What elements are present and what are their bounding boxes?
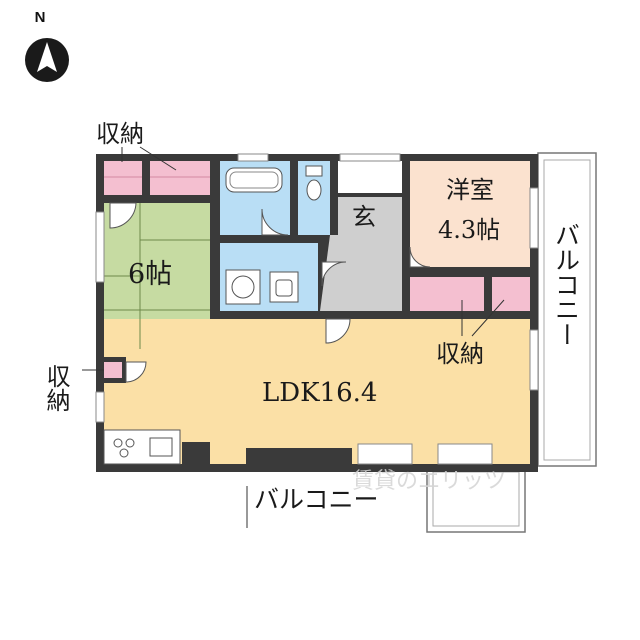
kitchen-sink-icon — [149, 437, 173, 457]
wash-basin-icon — [269, 271, 299, 303]
storage-pointer — [139, 146, 177, 171]
ldk-bottom-wall-right — [246, 448, 352, 464]
north-arrow-icon — [37, 42, 57, 72]
watermark: 賃貸のエリッツ — [352, 469, 506, 494]
stove-burner-icon — [125, 438, 135, 448]
north-label: N — [35, 9, 46, 26]
balcony-south-label: バルコニー — [254, 485, 379, 514]
storage-right-2 — [492, 277, 530, 311]
balcony-east-label: バルコニー — [552, 222, 581, 347]
western-room-size: 4.3帖 — [438, 216, 500, 244]
storage-right-label: 収納 — [436, 340, 484, 368]
entrance-label: 玄 — [352, 203, 376, 231]
storage-top-left-1 — [104, 161, 142, 195]
storage-pointer — [471, 299, 505, 337]
storage-left — [104, 362, 122, 378]
kitchen-counter — [103, 429, 181, 465]
stove-burner-icon — [113, 438, 123, 448]
storage-left-label: 収納 — [42, 364, 70, 412]
toilet-icon — [305, 165, 323, 201]
doors — [109, 202, 431, 383]
entrance — [338, 197, 402, 235]
hallway — [320, 235, 402, 311]
ldk-label: LDK16.4 — [262, 378, 377, 408]
balcony-east — [537, 152, 597, 467]
stove-burner-icon — [119, 448, 129, 458]
storage-top-left-label: 収納 — [96, 120, 144, 148]
shoe-closet — [338, 161, 402, 193]
compass: N — [25, 9, 69, 82]
ldk-bottom-wall — [182, 442, 210, 464]
storage-top-left-2 — [150, 161, 210, 195]
washing-machine-icon — [225, 269, 261, 305]
storage-right-1 — [410, 277, 484, 311]
western-room-name: 洋室 — [446, 176, 494, 204]
tatami-lines — [104, 203, 210, 349]
balcony-south — [246, 467, 526, 533]
tatami-room-label: 6帖 — [128, 259, 172, 290]
western-room — [410, 161, 530, 267]
windows — [95, 153, 539, 465]
bathtub-icon — [225, 167, 283, 193]
